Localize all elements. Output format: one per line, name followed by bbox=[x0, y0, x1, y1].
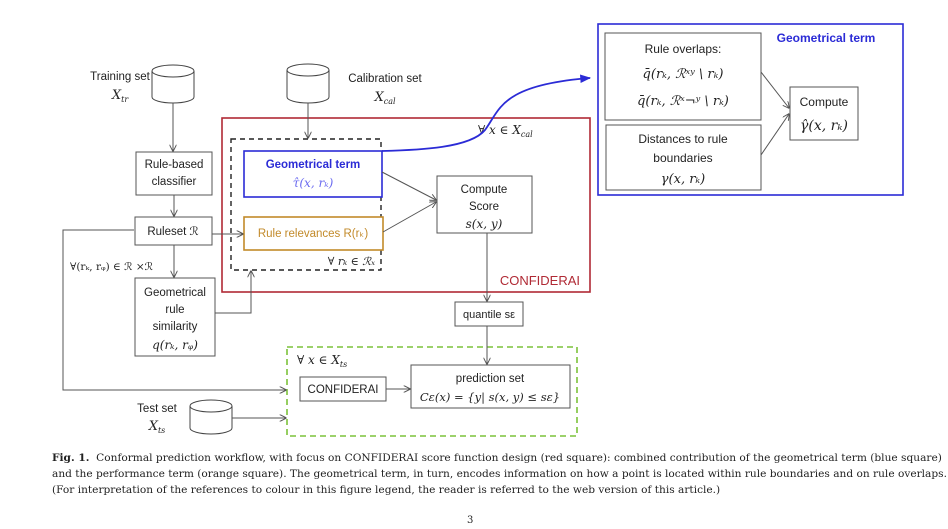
rule-based-classifier-line1: Rule-based bbox=[145, 159, 204, 171]
test-set-cylinder bbox=[189, 399, 233, 435]
rule-overlaps-formula-1: q̄(rₖ, ℛˣʸ \ rₖ) bbox=[643, 67, 724, 82]
quantile-box bbox=[454, 301, 524, 327]
rule-relevances-label: Rule relevances R(rₖ) bbox=[258, 228, 369, 240]
arrow-similarity-to-rules bbox=[215, 271, 251, 314]
connectors bbox=[62, 71, 789, 418]
figure-caption: Fig. 1. Conformal prediction workflow, w… bbox=[52, 450, 947, 498]
rule-based-classifier-line2: classifier bbox=[152, 176, 197, 188]
workflow-figure: Training set Xtr Calibration set Xcal Te… bbox=[62, 23, 904, 437]
geo-sim-line1: Geometrical bbox=[144, 287, 206, 299]
ruleset-label: Ruleset ℛ bbox=[147, 225, 199, 238]
geometrical-term-box bbox=[243, 150, 383, 198]
rule-overlaps-box bbox=[604, 32, 762, 121]
rule-overlaps-formula-2: q̄(rₖ, ℛˣ¬ʸ \ rₖ) bbox=[637, 94, 729, 109]
distances-line1: Distances to rule bbox=[638, 132, 728, 146]
arrow-overlaps-to-compute bbox=[760, 71, 789, 108]
prediction-set-formula: Cε(x) = {y| s(x, y) ≤ sε} bbox=[420, 390, 560, 405]
prediction-set-box bbox=[410, 364, 571, 409]
test-set-symbol: Xts bbox=[148, 419, 166, 435]
blue-zoom-connector bbox=[381, 74, 592, 152]
quantile-label: quantile sε bbox=[463, 309, 515, 321]
caption-text-1: Conformal prediction workflow, with focu… bbox=[96, 452, 942, 464]
caption-line-3: (For interpretation of the references to… bbox=[52, 484, 721, 496]
confiderai-box-label: CONFIDERAI bbox=[308, 384, 379, 396]
confiderai-box bbox=[299, 376, 387, 402]
compute-gamma-box bbox=[789, 86, 859, 141]
training-set-cylinder bbox=[151, 64, 195, 104]
confiderai-region bbox=[221, 117, 591, 293]
distances-box bbox=[605, 124, 762, 191]
compute-score-box bbox=[436, 175, 533, 234]
test-quantifier: ∀ x ∈ Xts bbox=[297, 353, 347, 369]
calibration-set-symbol: Xcal bbox=[373, 90, 396, 106]
arrow-relevance-to-score bbox=[382, 202, 436, 233]
rule-overlaps-title: Rule overlaps: bbox=[645, 42, 722, 56]
geo-sim-line3: similarity bbox=[153, 321, 198, 333]
calibration-set-cylinder bbox=[286, 63, 330, 104]
caption-label: Fig. 1. bbox=[52, 452, 90, 464]
rule-relevances-box bbox=[243, 216, 384, 251]
training-set-label: Training set bbox=[90, 71, 150, 83]
caption-line-1: Fig. 1. Conformal prediction workflow, w… bbox=[52, 450, 942, 466]
distances-formula: γ(x, rₖ) bbox=[661, 172, 705, 187]
page-number: 3 bbox=[467, 515, 474, 526]
geometrical-term-title: Geometrical term bbox=[266, 159, 361, 171]
geo-sim-line2: rule bbox=[165, 304, 184, 316]
compute-score-line1: Compute bbox=[461, 184, 508, 196]
geo-sim-formula: q(rₖ, rᵩ) bbox=[152, 338, 198, 352]
calibration-quantifier: ∀ x ∈ Xcal bbox=[478, 123, 533, 139]
compute-score-line2: Score bbox=[469, 201, 499, 213]
geometrical-term-detail-title: Geometrical term bbox=[777, 31, 876, 45]
rule-based-classifier-box bbox=[135, 151, 213, 196]
per-rule-region bbox=[230, 138, 382, 271]
compute-score-formula: s(x, y) bbox=[466, 217, 503, 231]
training-set-symbol: Xtr bbox=[111, 88, 129, 104]
compute-gamma-formula: γ̂(x, rₖ) bbox=[800, 118, 848, 134]
pair-quantifier: ∀(rₖ, rᵩ) ∈ ℛ ×ℛ bbox=[70, 261, 154, 273]
compute-gamma-line1: Compute bbox=[800, 95, 849, 109]
arrow-geo-to-score bbox=[381, 171, 436, 200]
rule-quantifier: ∀ rₖ ∈ ℛₓ bbox=[328, 255, 375, 268]
ruleset-box bbox=[134, 216, 213, 246]
arrow-ruleset-to-test bbox=[62, 229, 286, 390]
test-region bbox=[286, 346, 578, 437]
arrow-distances-to-compute bbox=[760, 114, 789, 156]
distances-line2: boundaries bbox=[653, 151, 712, 165]
calibration-set-label: Calibration set bbox=[348, 73, 422, 85]
caption-line-2: and the performance term (orange square)… bbox=[52, 468, 947, 480]
geometrical-rule-similarity-box bbox=[134, 277, 216, 357]
confiderai-region-label: CONFIDERAI bbox=[500, 273, 580, 288]
geometrical-term-formula: τ̂(x, rₖ) bbox=[293, 176, 334, 190]
prediction-set-title: prediction set bbox=[456, 373, 525, 385]
test-set-label: Test set bbox=[137, 403, 177, 415]
